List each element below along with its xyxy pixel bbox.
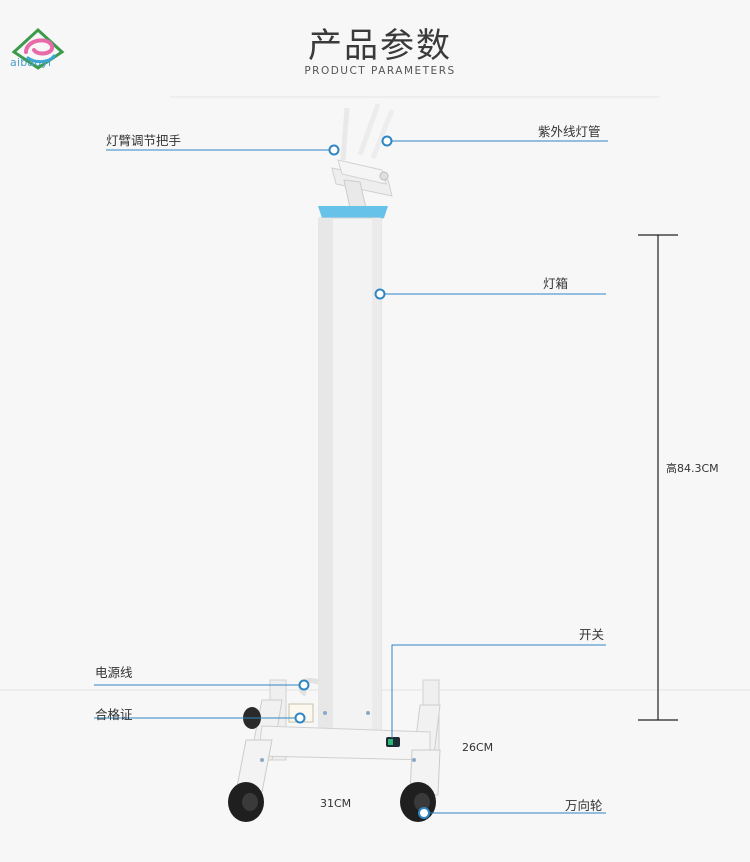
callout-uv-tube: 紫外线灯管 — [538, 124, 601, 139]
brand-logo — [11, 27, 65, 70]
callout-switch: 开关 — [579, 627, 605, 642]
callout-arm-handle: 灯臂调节把手 — [106, 133, 182, 148]
bracket-cap — [318, 206, 388, 221]
callout-dot-arm-handle — [328, 144, 340, 156]
brand-logo-text: aibaoyl — [10, 56, 52, 69]
callout-lamp-box: 灯箱 — [543, 276, 569, 291]
callout-dot-uv-tube — [381, 135, 393, 147]
base-frame — [235, 679, 441, 796]
page-title: 产品参数 — [308, 26, 452, 66]
uv-tubes — [340, 103, 395, 161]
dimension-width: 31CM — [320, 797, 352, 810]
callout-dot-certificate — [294, 712, 306, 724]
lamp-arm — [331, 159, 393, 209]
page-subtitle: PRODUCT PARAMETERS — [304, 65, 456, 77]
callout-dot-lamp-box — [374, 288, 386, 300]
dimension-depth: 26CM — [462, 741, 494, 754]
callout-dot-caster — [418, 807, 430, 819]
callout-caster: 万向轮 — [565, 798, 603, 813]
callout-dot-power-cord — [298, 679, 310, 691]
dimension-height: 高84.3CM — [666, 462, 719, 475]
callout-certificate: 合格证 — [95, 707, 133, 722]
lamp-box — [318, 217, 382, 731]
callout-power-cord: 电源线 — [95, 665, 133, 680]
height-dimension — [638, 234, 678, 721]
